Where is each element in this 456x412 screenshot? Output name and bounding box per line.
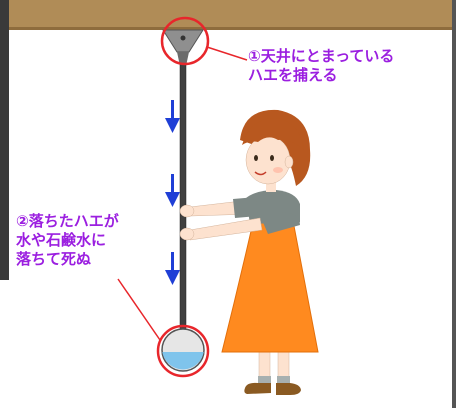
- down-arrow-icon: [165, 100, 180, 133]
- pole: [179, 63, 187, 335]
- left-eye: [254, 155, 258, 161]
- down-arrow-icon: [165, 174, 180, 207]
- cheek: [273, 167, 283, 173]
- top-highlight-ring: [160, 16, 210, 66]
- right-sock: [277, 376, 290, 385]
- down-arrow-icon: [165, 252, 180, 285]
- upper-arm-bottom: [189, 217, 263, 241]
- mouth: [254, 171, 267, 176]
- annotation-line: 水や石鹸水に: [16, 231, 107, 249]
- left-shoe: [244, 382, 271, 394]
- annotation-catch-flies: ①天井にとまっている ハエを捕える: [248, 47, 394, 85]
- annotation-flies-drown: ②落ちたハエが 水や石鹸水に 落ちて死ぬ: [16, 212, 119, 269]
- neck: [266, 178, 276, 192]
- bottom-connector-line: [117, 278, 161, 341]
- top-connector-line: [206, 46, 248, 61]
- top-hand: [179, 204, 195, 218]
- woman-figure: [179, 109, 319, 395]
- sleeve-bottom: [262, 212, 300, 234]
- ceiling: [9, 0, 452, 27]
- left-sock: [258, 376, 271, 385]
- fly-icon: [180, 35, 186, 41]
- right-eye: [270, 155, 274, 161]
- bottom-left-dark-strip: [0, 280, 9, 408]
- ceiling-edge: [9, 27, 452, 30]
- water: [162, 352, 204, 370]
- bottom-highlight-ring: [156, 324, 210, 378]
- annotation-line: ①天井にとまっている: [248, 47, 395, 65]
- hair-fringe: [242, 118, 304, 150]
- face: [245, 135, 291, 185]
- sleeve-top: [233, 197, 258, 218]
- bottom-hand: [179, 227, 195, 241]
- annotation-line: ハエを捕える: [248, 66, 338, 84]
- dress: [221, 204, 319, 353]
- annotation-line: 落ちて死ぬ: [16, 250, 92, 268]
- left-dark-border: [0, 0, 9, 295]
- right-shoe: [276, 383, 301, 395]
- annotation-line: ②落ちたハエが: [16, 212, 119, 230]
- top-funnel: [162, 29, 204, 53]
- ear: [284, 155, 294, 169]
- right-dark-border: [452, 0, 456, 408]
